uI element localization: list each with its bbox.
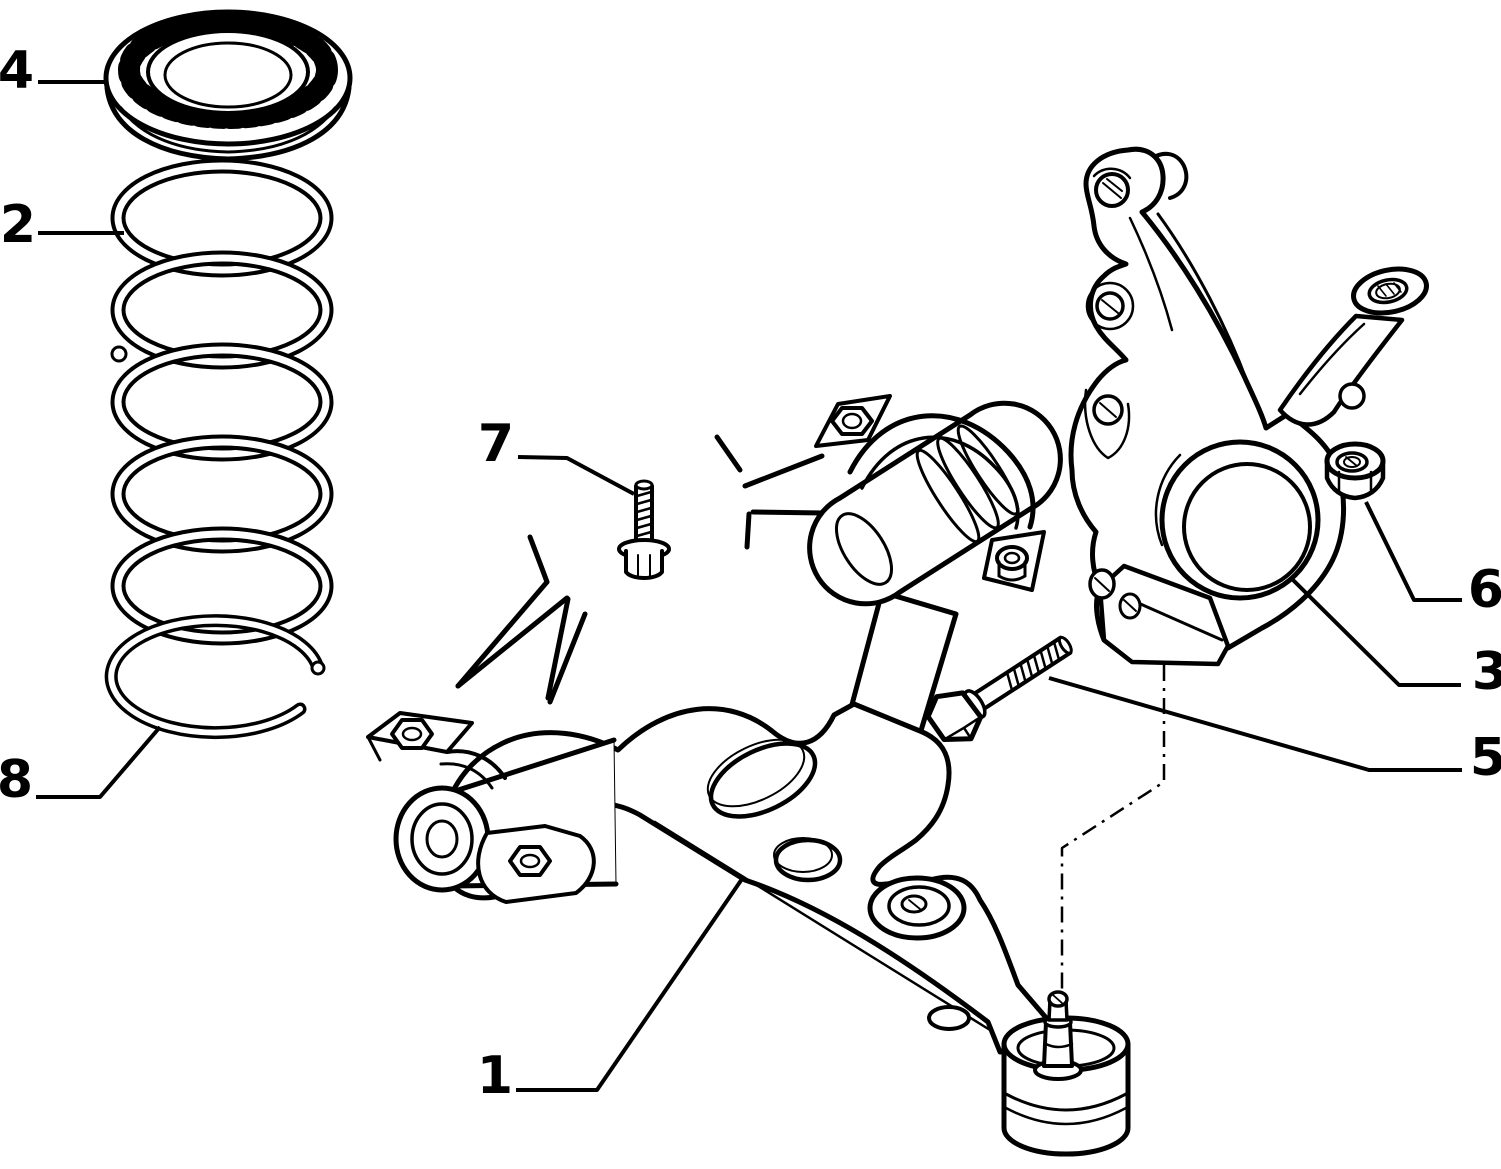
bushing-ribs [915, 424, 1020, 544]
clamp-bolt [617, 479, 671, 580]
callout-4: 4 [0, 41, 34, 101]
callout-3: 3 [1472, 642, 1501, 702]
ball-joint [1001, 990, 1131, 1157]
callout-2: 2 [0, 195, 36, 255]
round-hole [773, 837, 843, 883]
callout-6: 6 [1468, 560, 1501, 620]
front-bushing [366, 711, 619, 904]
flange-nut [1324, 441, 1386, 501]
spring-wire-end [110, 345, 128, 363]
callout-6-leader [1364, 501, 1462, 602]
hub-bore [1154, 439, 1321, 601]
caliper-ear-hole [1083, 388, 1131, 460]
strut-lug-hole-middle [1085, 281, 1135, 331]
lightening-oval-hole [706, 738, 818, 819]
callout-numbers: 4 2 8 7 1 6 3 5 [0, 41, 1501, 1106]
arm-stop-boss [1338, 382, 1366, 410]
clamp-nut [830, 406, 874, 436]
link-mount-ring [867, 875, 967, 941]
assembly-axis-line [1060, 665, 1166, 994]
steering-arm [1277, 266, 1429, 427]
callout-1: 1 [477, 1046, 513, 1106]
crenellated-band [118, 11, 338, 129]
callout-leaders [36, 80, 1462, 1092]
spring-seat-cap [103, 9, 353, 162]
callout-5-leader [1048, 676, 1462, 772]
bushing-tube [807, 400, 1063, 607]
clamp-stud [995, 545, 1029, 571]
callout-8: 8 [0, 750, 33, 810]
steering-knuckle [1068, 146, 1429, 667]
pinch-clamp-boss [1088, 563, 1231, 667]
ring-tip [310, 660, 326, 676]
small-oval-hole [927, 1005, 971, 1031]
assembly-arrow-down-left [455, 534, 588, 705]
clamp-strap [847, 413, 1036, 530]
thread-lines [635, 490, 653, 538]
pinch-bolt [925, 635, 1073, 743]
coil-spring [110, 158, 334, 646]
snap-ring [104, 614, 326, 740]
callout-7-leader [517, 455, 635, 496]
strut-lug-hole-top [1092, 167, 1132, 208]
callout-3-leader [1289, 576, 1461, 687]
rear-bushing-clamp [807, 394, 1063, 607]
callout-1-leader [516, 877, 744, 1092]
lower-control-arm [366, 394, 1131, 1157]
bracket-nut-front [390, 718, 434, 750]
thread-lines [1006, 641, 1061, 691]
bracket-nut-rear [508, 845, 552, 877]
callout-7: 7 [478, 414, 514, 474]
callout-8-leader [36, 725, 162, 799]
bolt-head [624, 549, 664, 580]
callout-5: 5 [1470, 728, 1501, 788]
assembly-arrow-right [714, 434, 826, 550]
